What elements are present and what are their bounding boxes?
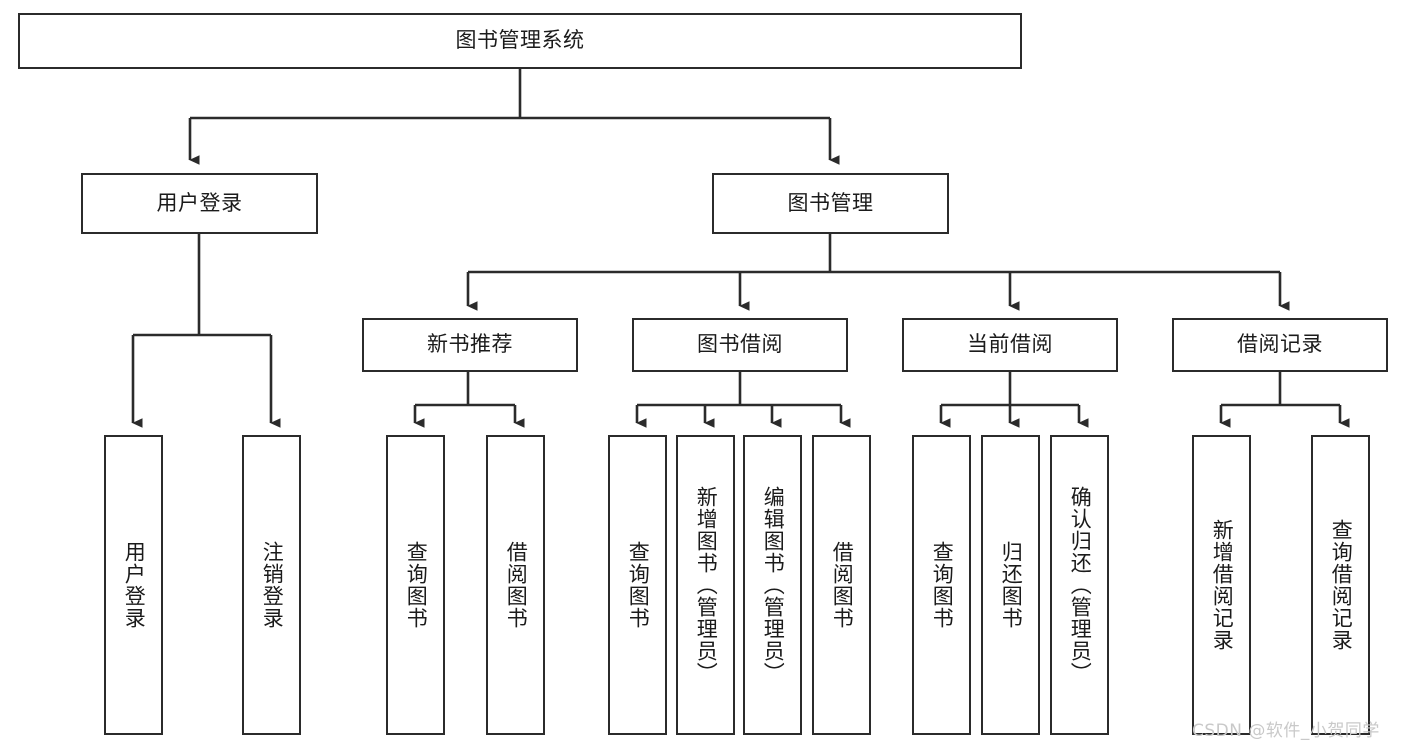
leaf-current-borrow-return[interactable]: 归还图书	[981, 435, 1040, 735]
leaf-book-borrow-query[interactable]: 查询图书	[608, 435, 667, 735]
node-label: 确认归还（管理员）	[1068, 486, 1093, 684]
node-label: 当前借阅	[967, 332, 1053, 357]
leaf-book-borrow-add[interactable]: 新增图书（管理员）	[676, 435, 735, 735]
node-label: 图书借阅	[697, 332, 783, 357]
node-label: 借阅图书	[504, 541, 529, 629]
leaf-current-borrow-confirm-return[interactable]: 确认归还（管理员）	[1050, 435, 1109, 735]
leaf-borrow-record-add[interactable]: 新增借阅记录	[1192, 435, 1251, 735]
node-book-borrow[interactable]: 图书借阅	[632, 318, 848, 372]
leaf-current-borrow-query[interactable]: 查询图书	[912, 435, 971, 735]
node-label: 注销登录	[260, 541, 285, 629]
node-label: 借阅记录	[1237, 332, 1323, 357]
node-new-book-recommend[interactable]: 新书推荐	[362, 318, 578, 372]
leaf-new-book-query[interactable]: 查询图书	[386, 435, 445, 735]
leaf-borrow-record-query[interactable]: 查询借阅记录	[1311, 435, 1370, 735]
node-book-management[interactable]: 图书管理	[712, 173, 949, 234]
leaf-book-borrow-borrow[interactable]: 借阅图书	[812, 435, 871, 735]
leaf-book-borrow-edit[interactable]: 编辑图书（管理员）	[743, 435, 802, 735]
node-label: 查询借阅记录	[1329, 519, 1354, 651]
node-label: 查询图书	[930, 541, 955, 629]
node-label: 用户登录	[156, 190, 243, 215]
node-label: 图书管理系统	[455, 28, 585, 53]
leaf-user-login-logout[interactable]: 注销登录	[242, 435, 301, 735]
node-label: 归还图书	[999, 541, 1024, 629]
csdn-watermark: CSDN @软件_小贺同学	[1192, 721, 1380, 741]
node-user-login[interactable]: 用户登录	[81, 173, 318, 234]
node-label: 查询图书	[626, 541, 651, 629]
leaf-new-book-borrow[interactable]: 借阅图书	[486, 435, 545, 735]
node-borrow-record[interactable]: 借阅记录	[1172, 318, 1388, 372]
leaf-user-login-login[interactable]: 用户登录	[104, 435, 163, 735]
node-label: 图书管理	[787, 190, 874, 215]
node-label: 编辑图书（管理员）	[761, 486, 786, 684]
node-label: 新增借阅记录	[1210, 519, 1235, 651]
node-label: 新书推荐	[427, 332, 513, 357]
node-label: 新增图书（管理员）	[694, 486, 719, 684]
node-root-book-management-system[interactable]: 图书管理系统	[18, 13, 1022, 69]
node-label: 查询图书	[404, 541, 429, 629]
node-label: 借阅图书	[830, 541, 855, 629]
node-current-borrow[interactable]: 当前借阅	[902, 318, 1118, 372]
node-label: 用户登录	[122, 541, 147, 629]
